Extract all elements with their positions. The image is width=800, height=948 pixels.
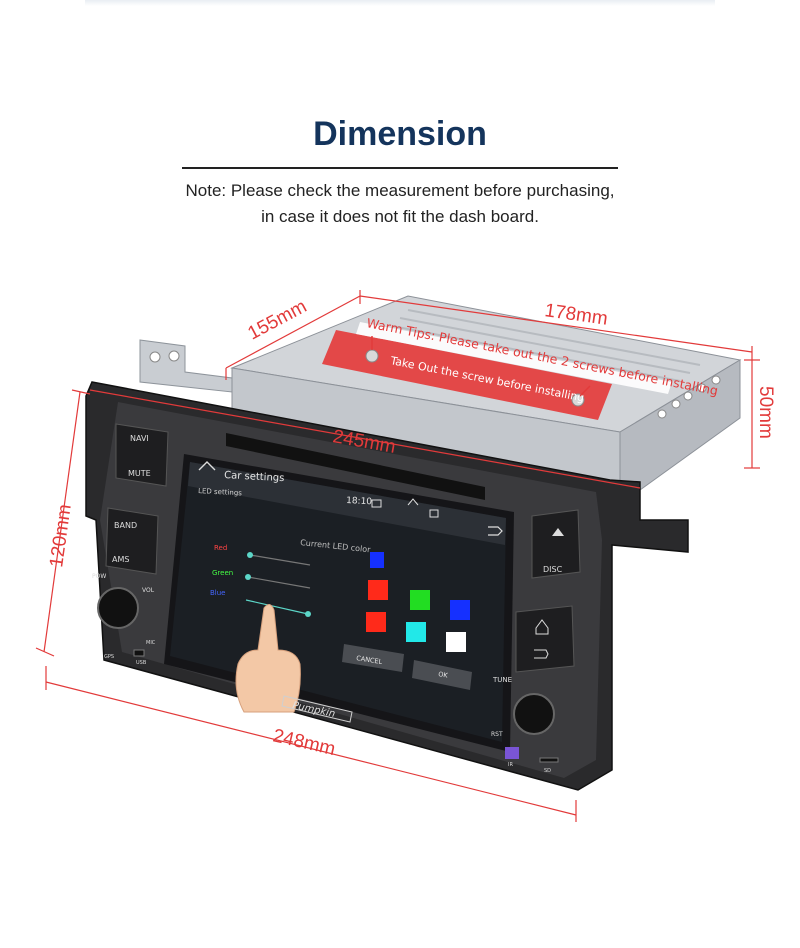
vol-label: VOL xyxy=(142,587,155,594)
home-back-rocker[interactable] xyxy=(515,605,575,673)
volume-knob[interactable] xyxy=(97,587,139,629)
usb-port[interactable] xyxy=(133,649,145,657)
red-slider-thumb[interactable] xyxy=(247,552,253,558)
sd-label: SD xyxy=(544,768,551,774)
section-title: LED settings xyxy=(198,487,243,497)
note-text: Note: Please check the measurement befor… xyxy=(0,178,800,230)
screw-icon xyxy=(365,349,379,363)
ok-label: OK xyxy=(438,670,449,680)
back-icon[interactable] xyxy=(534,649,549,659)
window-icon[interactable] xyxy=(429,509,439,518)
ams-button[interactable]: AMS xyxy=(112,555,129,564)
dim-panel-width: 248mm xyxy=(271,725,337,760)
mic-label: MIC xyxy=(146,640,156,646)
note-line-2: in case it does not fit the dash board. xyxy=(261,207,539,226)
pow-label: POW xyxy=(92,573,106,580)
ir-sensor xyxy=(505,747,519,759)
swatch-blue[interactable] xyxy=(450,600,470,620)
eject-icon[interactable] xyxy=(552,528,564,536)
clock: 18:10 xyxy=(346,496,373,507)
screw-icon xyxy=(571,393,585,407)
left-button-cluster: NAVI MUTE BAND AMS POW VOL GPS USB MIC xyxy=(92,423,169,666)
sd-slot[interactable] xyxy=(539,757,559,763)
tune-label: TUNE xyxy=(492,676,512,684)
dim-chassis-height: 50mm xyxy=(755,386,776,439)
swatch-red[interactable] xyxy=(368,580,388,600)
ok-button[interactable] xyxy=(412,660,472,690)
blue-slider-thumb[interactable] xyxy=(305,611,311,617)
right-button-cluster: DISC TUNE RST IR SD xyxy=(491,509,581,774)
green-slider-thumb[interactable] xyxy=(245,574,251,580)
red-slider[interactable] xyxy=(249,554,311,566)
dimension-lines xyxy=(35,290,760,822)
hand-pointer-icon xyxy=(235,604,301,713)
disc-eject-rocker[interactable] xyxy=(531,509,581,579)
home-icon[interactable] xyxy=(535,619,549,635)
screen-status-bar: Car settings LED settings 18:10 xyxy=(188,461,506,545)
navi-button[interactable]: NAVI xyxy=(130,434,149,443)
home-icon[interactable] xyxy=(407,498,419,506)
blue-label: Blue xyxy=(210,589,226,597)
band-button[interactable]: BAND xyxy=(114,521,137,530)
usb-port-label: USB xyxy=(136,660,147,666)
ir-label: IR xyxy=(508,762,513,768)
app-title: Car settings xyxy=(224,470,285,484)
page-title: Dimension xyxy=(313,115,487,153)
title-underline xyxy=(182,167,618,169)
swatch-white[interactable] xyxy=(446,632,466,652)
rst-label: RST xyxy=(491,731,503,738)
swatch-green[interactable] xyxy=(410,590,430,610)
cancel-button[interactable] xyxy=(342,644,404,672)
current-color-swatch xyxy=(370,552,384,568)
gps-port-label: GPS xyxy=(104,654,114,660)
mute-button[interactable]: MUTE xyxy=(128,469,151,478)
back-chevron-icon[interactable] xyxy=(198,461,216,471)
swatch-cyan[interactable] xyxy=(406,622,426,642)
blue-slider[interactable] xyxy=(245,599,309,615)
navi-mute-rocker[interactable] xyxy=(115,423,169,487)
red-label: Red xyxy=(214,544,227,552)
dim-depth: 155mm xyxy=(244,296,310,344)
green-slider[interactable] xyxy=(247,576,311,589)
top-divider-bar xyxy=(85,0,715,6)
tune-knob[interactable] xyxy=(513,693,555,735)
band-ams-rocker[interactable] xyxy=(105,507,159,575)
green-label: Green xyxy=(212,569,233,577)
return-icon[interactable] xyxy=(488,526,503,536)
disc-button[interactable]: DISC xyxy=(543,565,563,574)
note-line-1: Note: Please check the measurement befor… xyxy=(185,181,615,200)
swatch-red-2[interactable] xyxy=(366,612,386,632)
led-settings-panel: Current LED color Red Green Blue CANCEL … xyxy=(210,538,472,690)
dim-panel-height: 120mm xyxy=(46,503,76,569)
camera-icon[interactable] xyxy=(371,499,382,508)
